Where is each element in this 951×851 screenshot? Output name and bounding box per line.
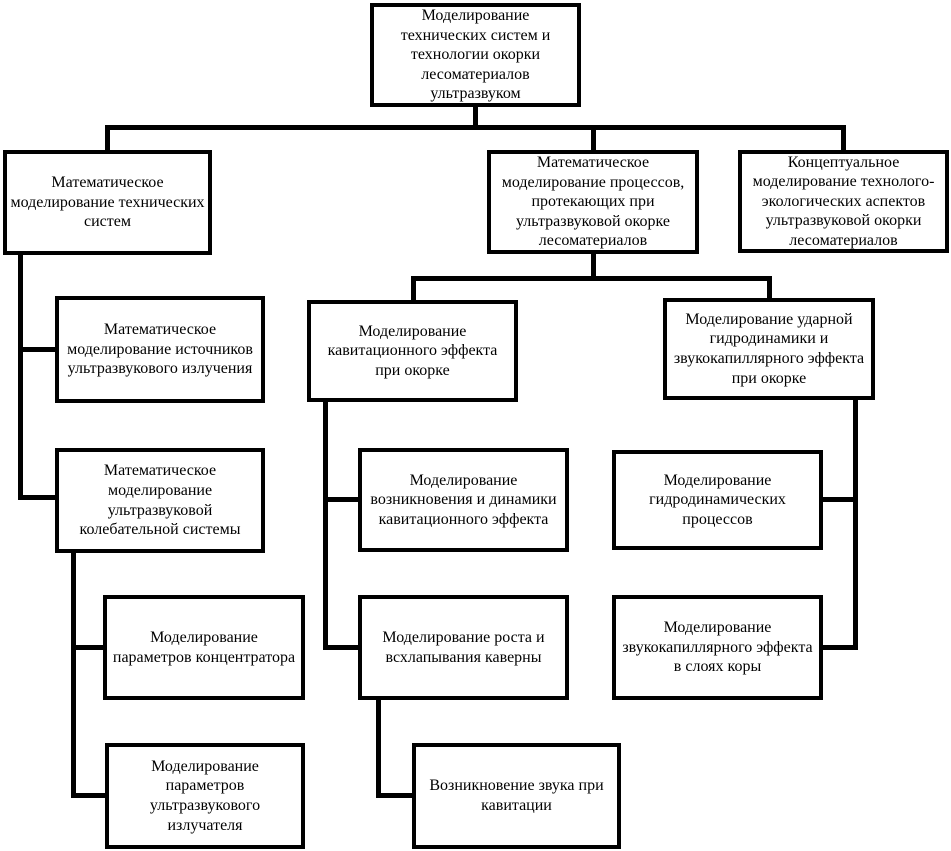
connector-root-drop	[473, 105, 478, 130]
node-math-tech-label: Математическое моделирование технических…	[10, 174, 205, 231]
node-cavern-growth: Моделирование роста и всхлапывания кавер…	[358, 595, 569, 700]
node-cavern-growth-label: Моделирование роста и всхлапывания кавер…	[382, 628, 545, 666]
node-oscillatory-label: Математическое моделирование ультразвуко…	[79, 462, 241, 539]
node-conceptual: Концептуальное моделирование технолого-э…	[738, 150, 949, 253]
node-root-label: Моделирование технических систем и техно…	[400, 7, 551, 103]
node-cav-dynamics: Моделирование возникновения и динамики к…	[358, 448, 569, 552]
connector-stub-capillary	[820, 645, 858, 650]
node-root: Моделирование технических систем и техно…	[370, 3, 581, 107]
node-sound-label: Возникновение звука при кавитации	[429, 777, 604, 814]
node-cavitation: Моделирование кавитационного эффекта при…	[307, 300, 518, 402]
connector-stub-concentrator	[71, 645, 106, 650]
connector-level1-hline	[105, 125, 846, 130]
node-math-tech: Математическое моделирование технических…	[3, 150, 212, 255]
node-hydro: Моделирование ударной гидродинамики и зв…	[663, 298, 875, 400]
node-concentrator: Моделирование параметров концентратора	[103, 595, 305, 700]
node-concentrator-label: Моделирование параметров концентратора	[112, 628, 296, 666]
node-capillary-label: Моделирование звукокапиллярного эффекта …	[622, 619, 813, 676]
connector-stub-emitter	[71, 793, 108, 798]
node-math-proc-label: Математическое моделирование процессов, …	[501, 154, 685, 250]
connector-drop-cavitation	[411, 276, 416, 302]
connector-drop-math-tech	[105, 125, 110, 152]
connector-hydro-trunk	[853, 398, 858, 650]
connector-mid-hline	[411, 276, 772, 281]
node-sources-label: Математическое моделирование источников …	[67, 321, 253, 378]
connector-cavitation-trunk	[323, 400, 328, 650]
connector-left-trunk1	[18, 253, 23, 500]
node-conceptual-label: Концептуальное моделирование технолого-э…	[752, 153, 935, 249]
connector-stub-sound	[376, 793, 415, 798]
node-hydro-proc: Моделирование гидродинамических процессо…	[612, 450, 823, 550]
connector-stub-cav-dynamics	[323, 497, 361, 502]
connector-drop-math-proc	[591, 125, 596, 152]
connector-stub-cavern-growth	[323, 645, 361, 650]
connector-drop-conceptual	[841, 125, 846, 152]
connector-drop-hydro	[767, 276, 772, 300]
connector-growth-drop	[376, 698, 381, 798]
node-cav-dynamics-label: Моделирование возникновения и динамики к…	[370, 471, 557, 528]
node-hydro-proc-label: Моделирование гидродинамических процессо…	[649, 471, 786, 528]
connector-stub-hydro-proc	[820, 497, 858, 502]
node-sound: Возникновение звука при кавитации	[412, 743, 621, 849]
node-cavitation-label: Моделирование кавитационного эффекта при…	[327, 322, 498, 379]
node-capillary: Моделирование звукокапиллярного эффекта …	[612, 595, 823, 700]
connector-stub-oscillatory	[18, 495, 58, 500]
node-hydro-label: Моделирование ударной гидродинамики и зв…	[673, 310, 865, 387]
node-math-proc: Математическое моделирование процессов, …	[487, 150, 699, 254]
connector-left-trunk2	[71, 550, 76, 798]
node-emitter-label: Моделирование параметров ультразвукового…	[149, 757, 261, 834]
node-sources: Математическое моделирование источников …	[55, 296, 265, 403]
node-oscillatory: Математическое моделирование ультразвуко…	[55, 448, 265, 553]
connector-mid-drop	[591, 252, 596, 280]
connector-stub-sources	[18, 347, 58, 352]
node-emitter: Моделирование параметров ультразвукового…	[105, 743, 305, 849]
